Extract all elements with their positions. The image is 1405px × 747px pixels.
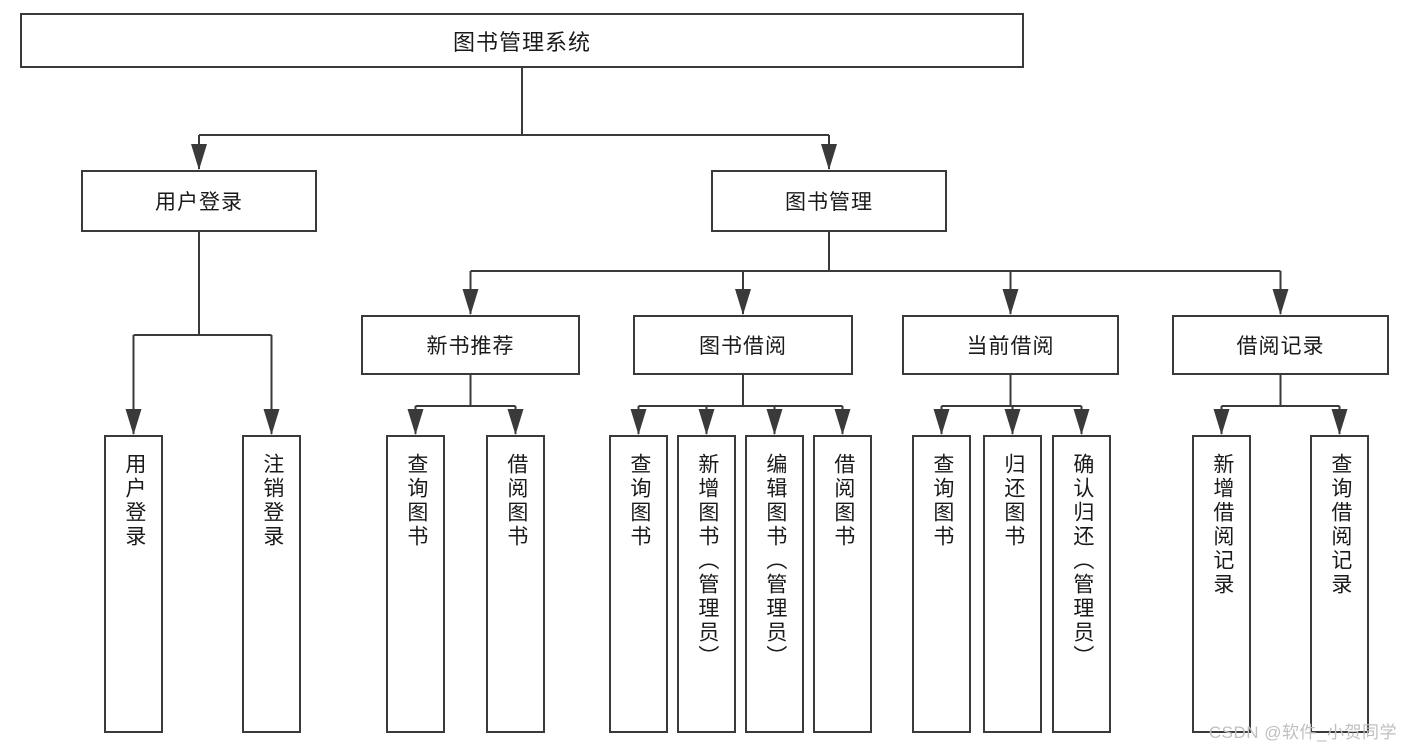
node-borrow: 图书借阅 — [633, 315, 853, 375]
node-leaf-user-logout: 注销登录 — [242, 435, 301, 733]
node-leaf-cur-confirm: 确认归还（管理员） — [1052, 435, 1111, 733]
node-leaf-user-login: 用户登录 — [104, 435, 163, 733]
node-label: 注销登录 — [260, 453, 284, 549]
node-label: 图书借阅 — [699, 335, 787, 358]
node-label: 新增借阅记录 — [1210, 453, 1234, 597]
node-leaf-borrow-query: 查询图书 — [609, 435, 668, 733]
node-label: 查询图书 — [404, 453, 428, 549]
node-label: 新增图书（管理员） — [695, 453, 719, 669]
node-leaf-borrow-edit: 编辑图书（管理员） — [745, 435, 804, 733]
node-label: 用户登录 — [122, 453, 146, 549]
node-label: 借阅图书 — [504, 453, 528, 549]
node-leaf-new-borrow: 借阅图书 — [486, 435, 545, 733]
node-leaf-rec-add: 新增借阅记录 — [1192, 435, 1251, 733]
node-label: 图书管理 — [785, 191, 873, 214]
node-bookmgmt: 图书管理 — [711, 170, 947, 232]
node-label: 借阅图书 — [831, 453, 855, 549]
node-records: 借阅记录 — [1172, 315, 1389, 375]
node-label: 当前借阅 — [966, 335, 1055, 358]
node-leaf-new-query: 查询图书 — [386, 435, 445, 733]
node-leaf-rec-query: 查询借阅记录 — [1310, 435, 1369, 733]
node-label: 用户登录 — [155, 191, 243, 214]
node-leaf-cur-return: 归还图书 — [983, 435, 1042, 733]
node-label: 查询借阅记录 — [1328, 453, 1352, 597]
node-leaf-borrow-lend: 借阅图书 — [813, 435, 872, 733]
node-current: 当前借阅 — [902, 315, 1119, 375]
node-login: 用户登录 — [81, 170, 317, 232]
node-label: 新书推荐 — [426, 335, 515, 358]
node-leaf-borrow-add: 新增图书（管理员） — [677, 435, 736, 733]
node-label: 确认归还（管理员） — [1070, 453, 1094, 669]
node-root: 图书管理系统 — [20, 13, 1024, 68]
node-label: 归还图书 — [1001, 453, 1025, 549]
node-label: 查询图书 — [627, 453, 651, 549]
node-newbook: 新书推荐 — [361, 315, 580, 375]
watermark: CSDN @软件_小贺同学 — [1208, 723, 1397, 742]
node-label: 图书管理系统 — [452, 29, 591, 55]
node-leaf-cur-query: 查询图书 — [912, 435, 971, 733]
node-label: 借阅记录 — [1236, 335, 1325, 358]
node-label: 查询图书 — [930, 453, 954, 549]
node-label: 编辑图书（管理员） — [763, 453, 787, 669]
